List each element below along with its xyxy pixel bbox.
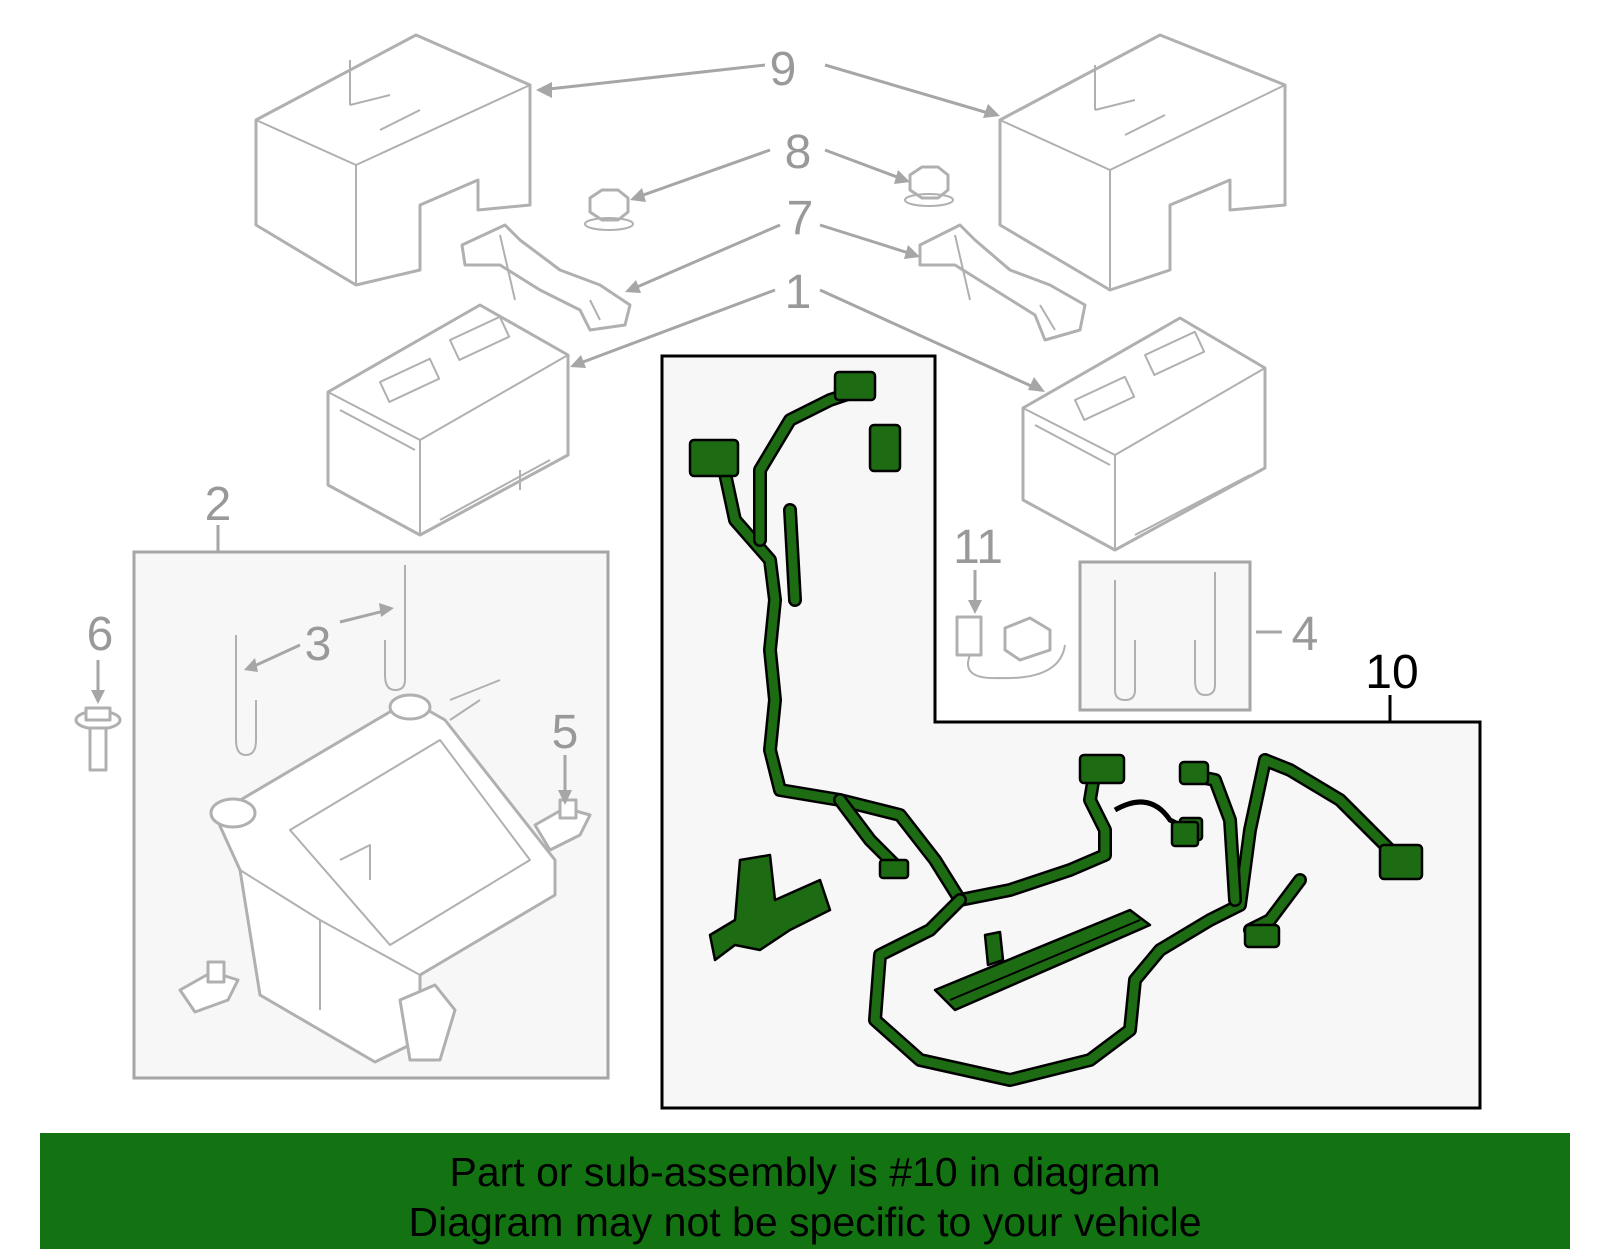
connector [878,858,910,880]
hook-bolt-pair[interactable] [1114,572,1216,701]
banner-line-1: Part or sub-assembly is #10 in diagram [449,1149,1161,1195]
battery-tray[interactable] [209,679,557,1064]
callout-11: 11 [953,521,1003,574]
callout-6: 6 [87,608,114,661]
battery-cable-harness[interactable] [688,370,1424,1087]
callout-10: 10 [1365,646,1418,699]
connector [1378,843,1424,881]
battery-left[interactable] [326,303,570,537]
info-banner-text: Part or sub-assembly is #10 in diagram D… [40,1147,1570,1247]
callout-7: 7 [787,192,814,245]
terminal-bracket [708,853,832,962]
battery-cover-left[interactable] [254,33,532,287]
callout-2: 2 [205,478,232,531]
clip-nut-lower[interactable] [178,960,240,1014]
hook-bolt-right[interactable] [384,565,406,691]
nut-left[interactable] [584,188,634,231]
connector [688,438,740,478]
battery-cover-right[interactable] [998,33,1287,292]
hold-down-bracket-right[interactable] [918,223,1087,342]
connector [1170,820,1200,848]
hook-kit-panel [1078,560,1252,712]
info-banner [40,1133,1570,1249]
nut-right[interactable] [904,165,954,207]
connector [1078,753,1126,785]
battery-right[interactable] [1021,316,1267,552]
hook-bolt-left[interactable] [235,635,257,756]
connector [1243,923,1281,949]
callout-8: 8 [785,126,812,179]
connector [1178,760,1210,786]
callout-5: 5 [552,706,579,759]
clip-nut-upper[interactable] [533,798,592,852]
callout-9: 9 [770,43,797,96]
battery-sensor[interactable] [955,615,1066,680]
banner-line-2: Diagram may not be specific to your vehi… [408,1199,1202,1245]
hold-down-bracket-left[interactable] [460,223,632,332]
connector [833,370,877,402]
bolt[interactable] [74,706,122,772]
connector [868,423,902,473]
callout-1: 1 [785,266,812,319]
callout-4: 4 [1292,608,1319,661]
leader-lines [536,63,1045,392]
callout-3: 3 [305,618,332,671]
